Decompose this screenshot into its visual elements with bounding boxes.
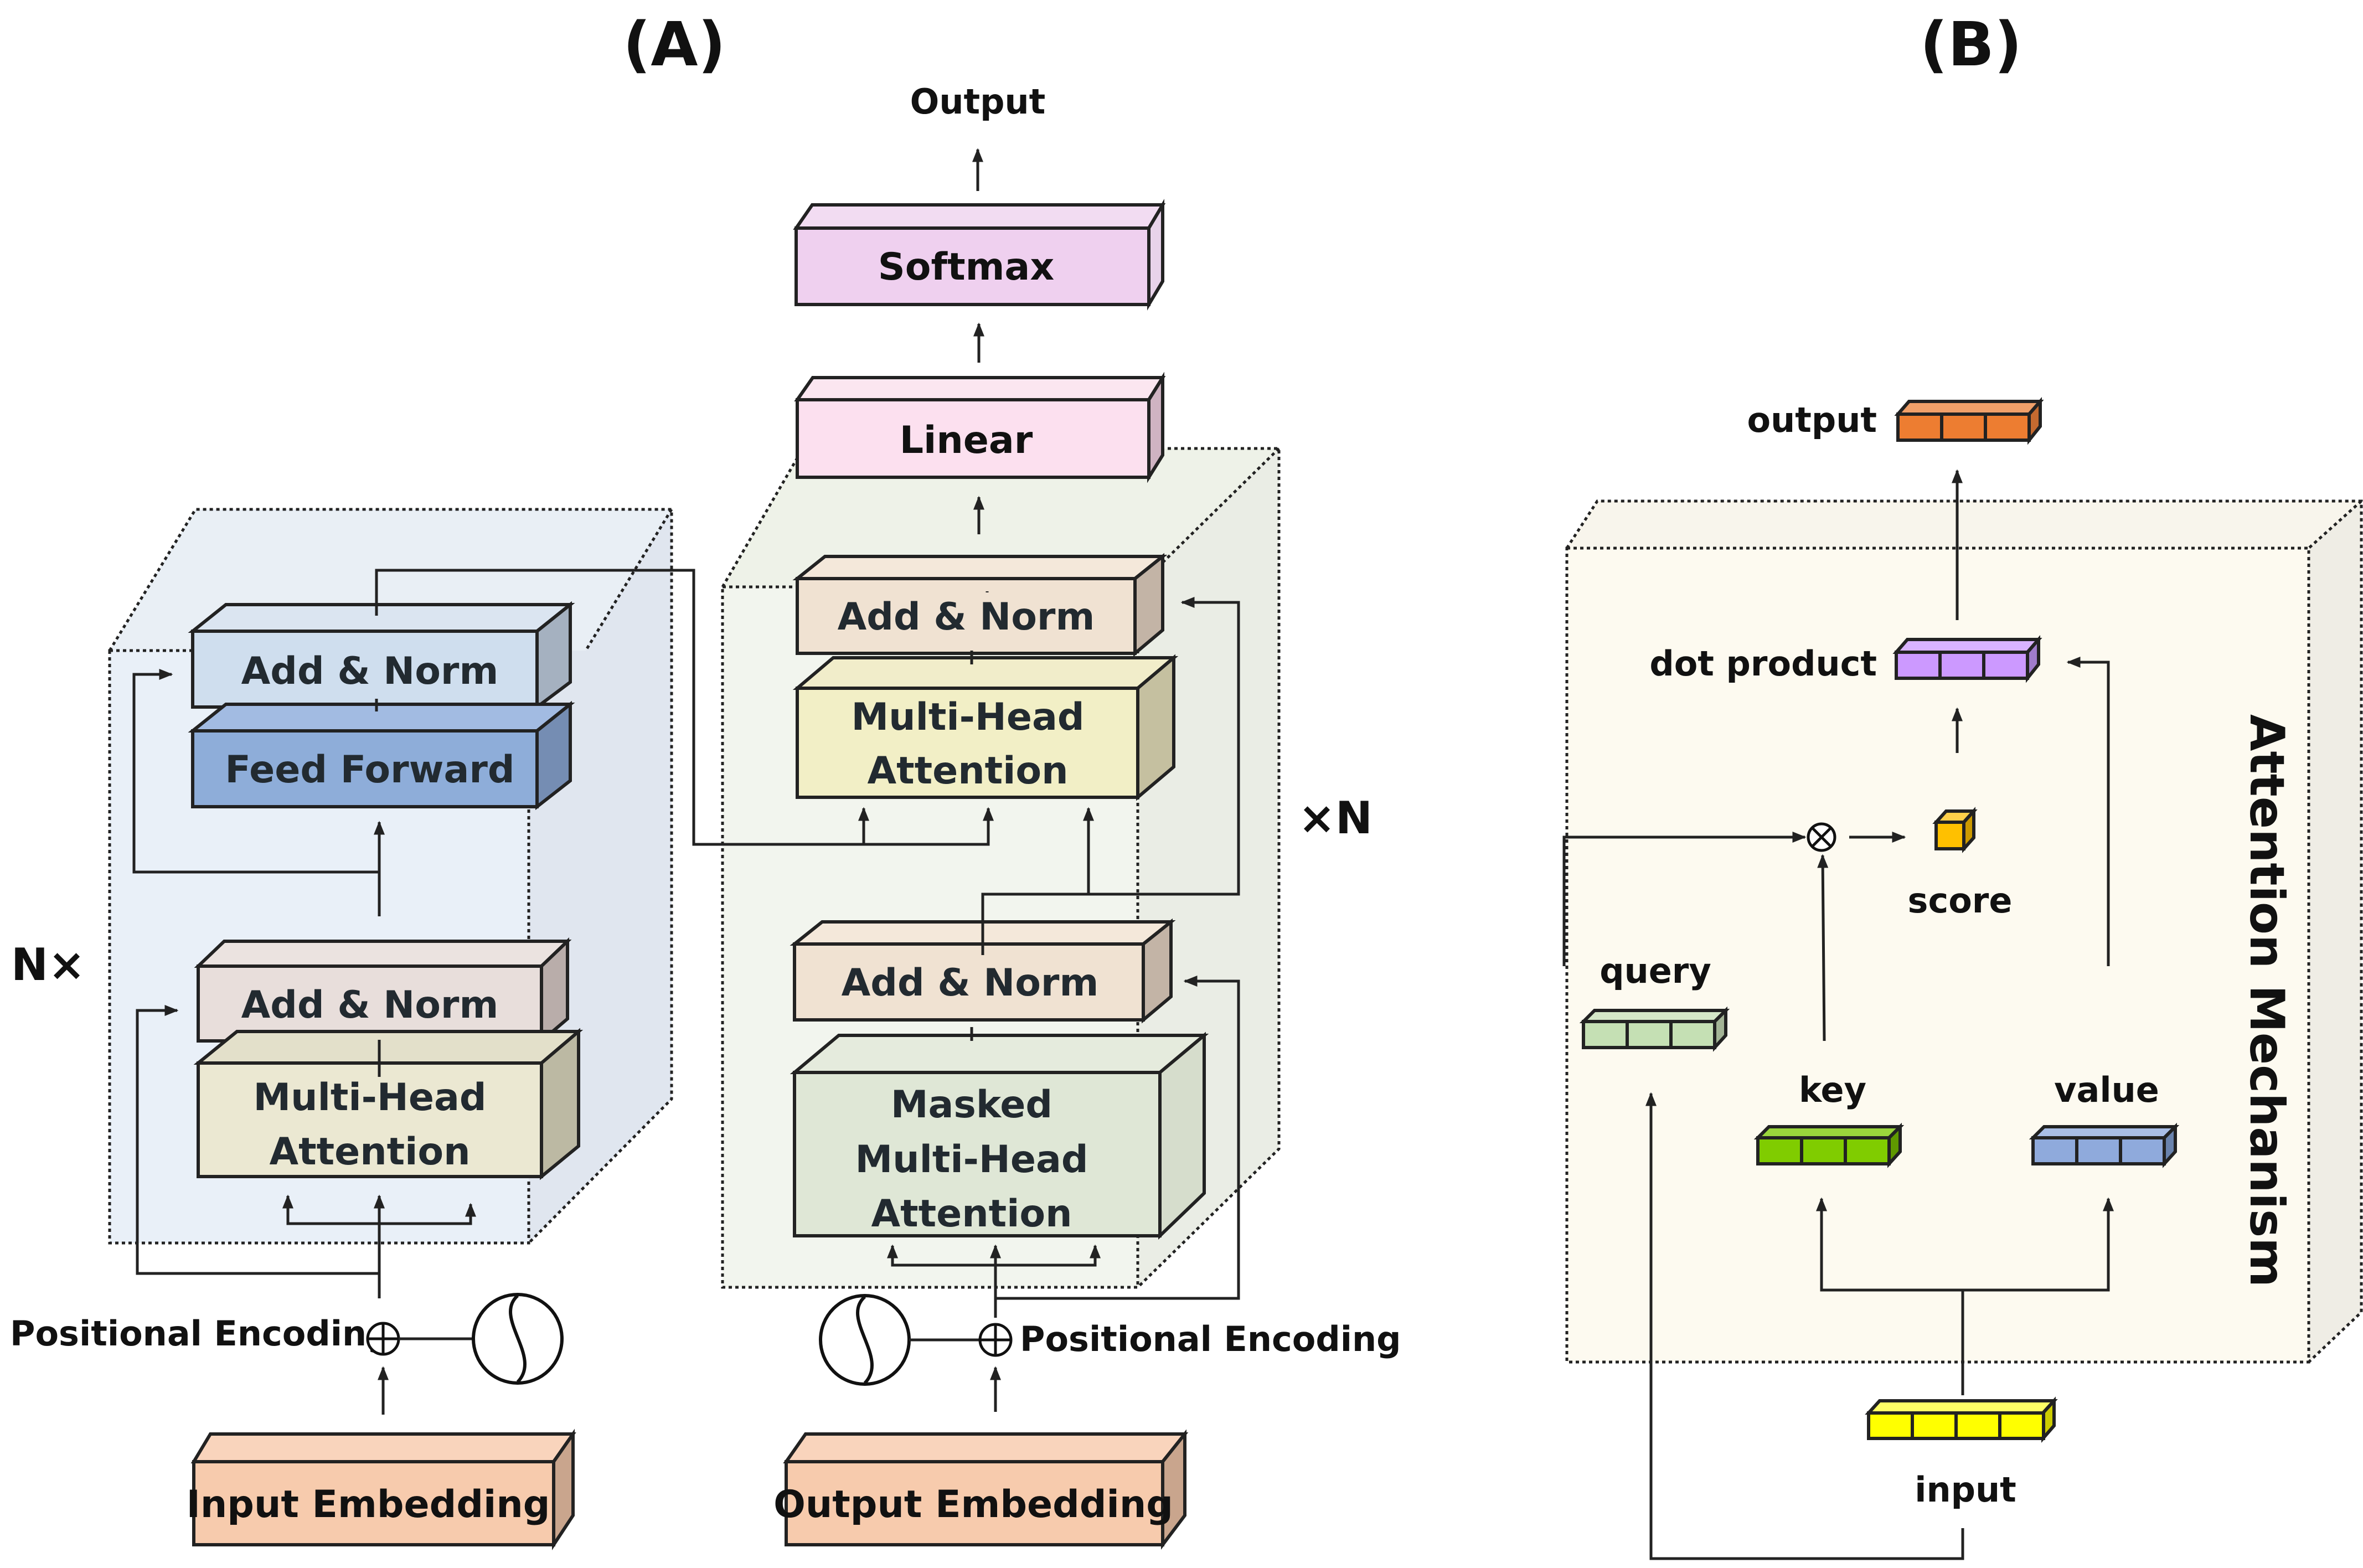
input-vector — [1865, 1396, 2058, 1443]
softmax-label: Softmax — [878, 245, 1054, 289]
key-label: key — [1799, 1070, 1866, 1110]
multiply-icon — [1807, 822, 1836, 852]
encoder-add-norm-top-label: Add & Norm — [241, 649, 499, 693]
decoder-add-norm-top-label: Add & Norm — [838, 595, 1095, 639]
masked-attention-line2: Multi-Head — [855, 1138, 1088, 1182]
feed-forward-label: Feed Forward — [225, 748, 514, 792]
decoder-attention-line1: Multi-Head — [851, 695, 1084, 739]
input-branch-connections — [1645, 1092, 2114, 1560]
encoder-attention-line2: Attention — [269, 1130, 470, 1174]
value-label: value — [2054, 1070, 2159, 1110]
decoder-attention-line2: Attention — [867, 749, 1068, 793]
decoder-add-norm-top: Add & Norm — [792, 553, 1168, 657]
decoder-add-icon — [978, 1323, 1013, 1357]
encoder-attention-block: Multi-Head Attention — [193, 1028, 584, 1180]
input-embedding-label: Input Embedding — [187, 1483, 550, 1526]
decoder-attention-block: Multi-Head Attention — [792, 654, 1179, 801]
output-vector — [1894, 396, 2044, 445]
decoder-connections — [887, 591, 1240, 1318]
attention-mechanism-container — [1565, 499, 2363, 1364]
linear-block: Linear — [794, 372, 1166, 483]
decoder-sine-wave-icon — [819, 1294, 911, 1386]
output-vector-label: output — [1747, 400, 1877, 440]
input-embedding-block: Input Embedding — [187, 1428, 576, 1550]
arrow-value-to-dot — [2066, 657, 2110, 966]
encoder-add-norm-bottom: Add & Norm — [194, 937, 572, 1045]
score-cube — [1932, 807, 1978, 853]
decoder-repeat-label: ×N — [1298, 792, 1373, 844]
encoder-positional-encoding-label: Positional Encoding — [10, 1313, 391, 1354]
query-vector — [1579, 1006, 1730, 1052]
encoder-add-norm-top: Add & Norm — [188, 601, 575, 710]
encoder-attention-line1: Multi-Head — [253, 1076, 486, 1120]
encoder-repeat-label: N× — [11, 939, 85, 991]
encoder-connections — [132, 569, 994, 1298]
value-vector — [2029, 1122, 2180, 1168]
masked-attention-line3: Attention — [871, 1192, 1072, 1236]
decoder-add-norm-bottom-label: Add & Norm — [842, 961, 1099, 1005]
encoder-add-icon — [366, 1322, 400, 1356]
masked-attention-line1: Masked — [891, 1083, 1052, 1127]
dot-product-label: dot product — [1649, 643, 1877, 684]
attention-mechanism-label: Attention Mechanism — [2239, 714, 2294, 1287]
dot-product-vector — [1892, 635, 2042, 683]
score-label: score — [1908, 880, 2013, 921]
input-label: input — [1915, 1469, 2016, 1510]
output-embedding-label: Output Embedding — [773, 1483, 1173, 1526]
feed-forward-block: Feed Forward — [188, 700, 575, 811]
output-label: Output — [910, 81, 1046, 122]
key-vector — [1753, 1122, 1905, 1168]
output-embedding-block: Output Embedding — [773, 1429, 1189, 1550]
query-label: query — [1600, 951, 1711, 991]
linear-label: Linear — [900, 419, 1033, 462]
softmax-block: Softmax — [793, 199, 1166, 311]
arrow-key-to-multiply — [1817, 854, 1829, 1041]
panel-a-title: (A) — [623, 9, 726, 80]
encoder-add-norm-bottom-label: Add & Norm — [241, 983, 499, 1027]
arrow-query-to-multiply — [1562, 832, 1807, 966]
decoder-positional-encoding-label: Positional Encoding — [1020, 1319, 1401, 1359]
masked-attention-block: Masked Multi-Head Attention — [790, 1031, 1209, 1240]
panel-b-title: (B) — [1920, 9, 2022, 80]
encoder-sine-wave-icon — [472, 1293, 564, 1385]
